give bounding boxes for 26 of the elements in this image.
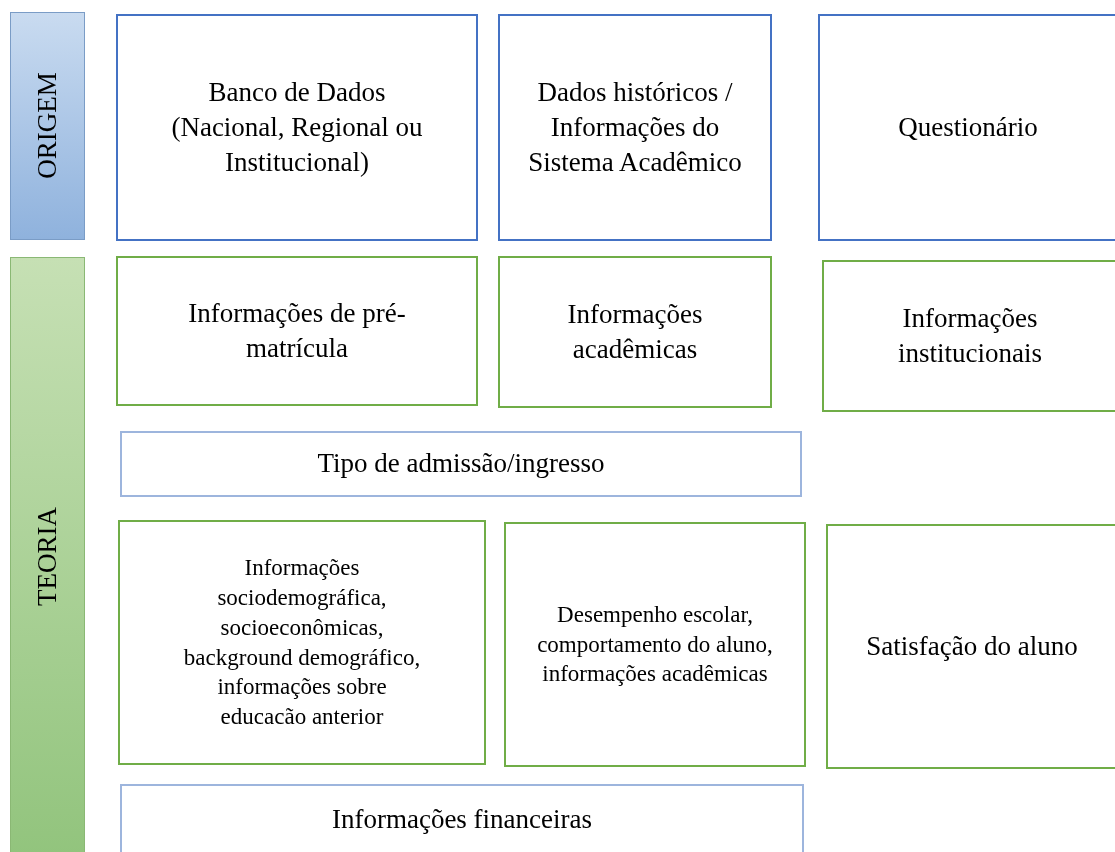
- box-label: Banco de Dados (Nacional, Regional ou Institucional): [170, 75, 424, 180]
- source-box: [818, 14, 1115, 241]
- box-label: Informações sociodemográfica, socioeconômicas, background demográfico, informações sobre educacão anterior: [182, 553, 422, 732]
- category-band: [10, 257, 85, 852]
- info-box: [116, 256, 478, 406]
- info-box: [118, 520, 486, 765]
- source-box: [498, 14, 772, 241]
- box-label: Satisfação do aluno: [866, 629, 1078, 663]
- box-label: Informações institucionais: [897, 301, 1043, 370]
- box-label: Informações de pré-matrícula: [188, 296, 406, 365]
- info-box: [822, 260, 1115, 412]
- box-label: Informações acadêmicas: [566, 297, 704, 366]
- info-box: [120, 431, 802, 497]
- box-label: Informações financeiras: [331, 803, 593, 837]
- info-box: [826, 524, 1115, 769]
- category-band: [10, 12, 85, 240]
- info-box: [120, 784, 804, 852]
- box-label: Questionário: [898, 110, 1038, 144]
- source-box: [116, 14, 478, 241]
- band-label: ORIGEM: [30, 72, 63, 180]
- info-box: [504, 522, 806, 767]
- band-label: TEORIA: [30, 507, 63, 607]
- box-label: Dados históricos / Informações do Sistema Acadêmico: [527, 75, 743, 180]
- box-label: Desempenho escolar, comportamento do aluno, informações acadêmicas: [536, 600, 774, 689]
- info-box: [498, 256, 772, 408]
- box-label: Tipo de admissão/ingresso: [317, 447, 605, 481]
